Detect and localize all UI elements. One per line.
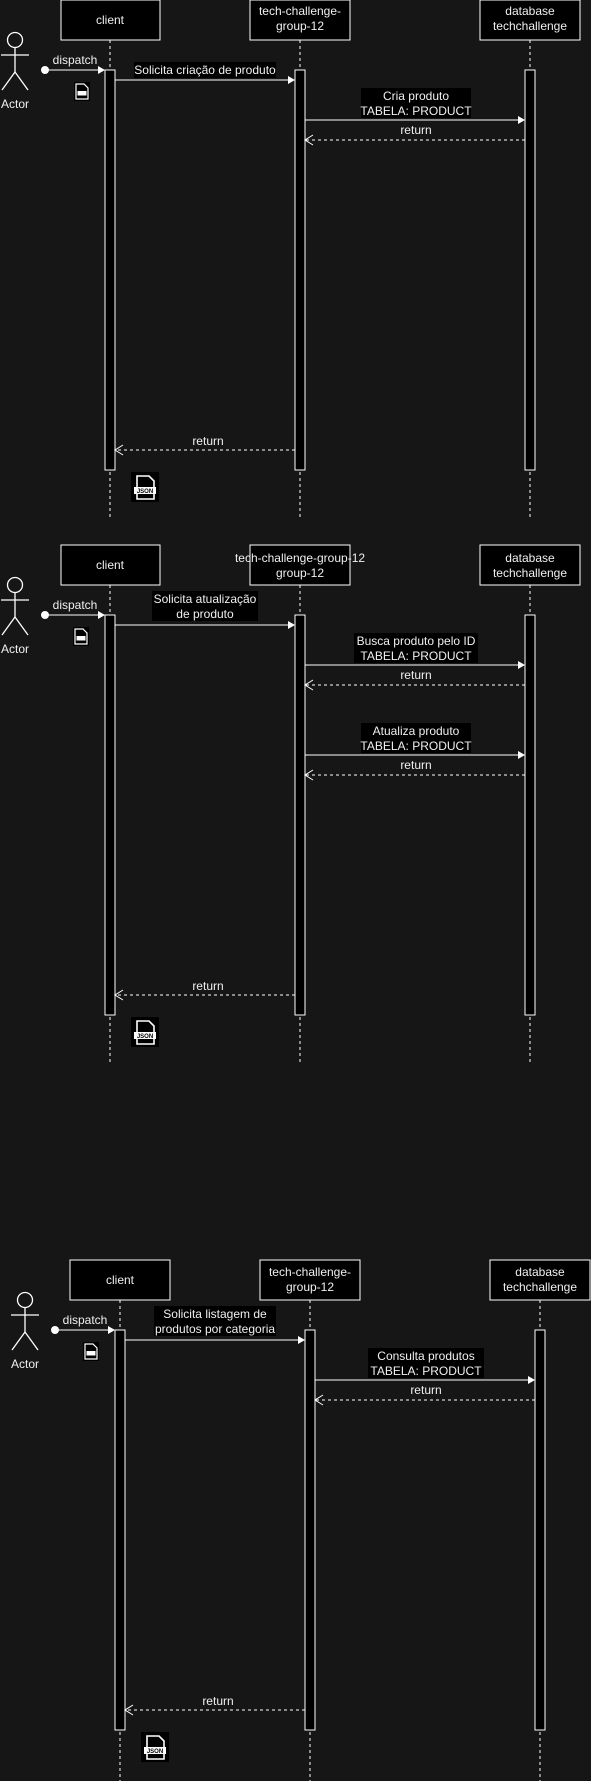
svg-text:JSON: JSON: [147, 1749, 163, 1755]
svg-text:database: database: [515, 1265, 565, 1279]
svg-text:database: database: [505, 4, 555, 18]
client-activation: [104, 69, 116, 471]
participant-client[interactable]: client: [69, 1259, 171, 1301]
db-call-message: Atualiza produto TABELA: PRODUCT: [305, 723, 525, 759]
service-activation: [294, 614, 306, 1016]
svg-text:group-12: group-12: [276, 19, 324, 33]
svg-text:return: return: [400, 123, 431, 137]
svg-text:Busca produto pelo ID: Busca produto pelo ID: [357, 634, 476, 648]
sequence-diagram-list-products: client tech-challenge- group-12 database…: [11, 1259, 591, 1781]
svg-text:JSON: JSON: [137, 489, 153, 495]
client-activation: [114, 1329, 126, 1731]
svg-text:JSON: JSON: [137, 1034, 153, 1040]
participant-service[interactable]: tech-challenge- group-12: [249, 0, 351, 41]
actor-label: Actor: [11, 1357, 39, 1371]
svg-text:Cria produto: Cria produto: [383, 89, 449, 103]
svg-text:client: client: [96, 13, 125, 27]
json-file-icon: JSON: [131, 472, 159, 502]
participant-client[interactable]: client: [60, 544, 161, 586]
svg-text:TABELA: PRODUCT: TABELA: PRODUCT: [370, 1364, 482, 1378]
service-activation: [294, 69, 306, 471]
svg-text:return: return: [400, 668, 431, 682]
service-activation: [304, 1329, 316, 1731]
db-return-message: return: [314, 1383, 535, 1406]
svg-text:TABELA: PRODUCT: TABELA: PRODUCT: [360, 739, 472, 753]
actor-figure: [1, 31, 29, 91]
svg-text:tech-challenge-group-12: tech-challenge-group-12: [235, 551, 365, 565]
participant-client[interactable]: client: [60, 0, 161, 41]
svg-text:de produto: de produto: [176, 607, 234, 621]
request-message: Solicita criação de produto: [115, 62, 295, 84]
svg-text:techchallenge: techchallenge: [493, 19, 567, 33]
participant-database[interactable]: database techchallenge: [479, 544, 581, 586]
dispatch-message: dispatch: [51, 1313, 115, 1334]
json-file-icon: [83, 1342, 99, 1361]
final-return-message: return: [124, 1694, 305, 1716]
database-activation: [534, 1329, 546, 1731]
request-message: Solicita listagem de produtos por catego…: [125, 1306, 305, 1344]
svg-text:TABELA: PRODUCT: TABELA: PRODUCT: [360, 649, 472, 663]
svg-text:dispatch: dispatch: [63, 1313, 108, 1327]
final-return-message: return: [114, 979, 295, 1001]
svg-text:tech-challenge-: tech-challenge-: [269, 1265, 351, 1279]
actor-figure: [11, 1291, 39, 1351]
database-activation: [524, 614, 536, 1016]
actor-label: Actor: [1, 97, 29, 111]
svg-text:produtos por categoria: produtos por categoria: [155, 1322, 275, 1336]
dispatch-message: dispatch: [41, 598, 105, 619]
db-return-message: return: [304, 668, 525, 691]
svg-text:group-12: group-12: [286, 1280, 334, 1294]
actor-label: Actor: [1, 642, 29, 656]
actor-figure: [1, 576, 29, 636]
svg-text:techchallenge: techchallenge: [503, 1280, 577, 1294]
participant-database[interactable]: database techchallenge: [479, 0, 581, 41]
svg-text:group-12: group-12: [276, 566, 324, 580]
svg-text:Consulta produtos: Consulta produtos: [377, 1349, 474, 1363]
participant-service[interactable]: tech-challenge- group-12: [259, 1259, 361, 1301]
svg-text:return: return: [410, 1383, 441, 1397]
svg-text:return: return: [400, 758, 431, 772]
request-message: Solicita atualização de produto: [115, 591, 295, 629]
svg-text:return: return: [192, 979, 223, 993]
db-call-message: Cria produto TABELA: PRODUCT: [305, 88, 525, 124]
json-file-icon: [73, 627, 89, 646]
svg-text:Atualiza produto: Atualiza produto: [373, 724, 460, 738]
svg-text:client: client: [96, 558, 125, 572]
json-file-icon: [74, 82, 90, 101]
svg-text:return: return: [192, 434, 223, 448]
sequence-diagram-update-product: client tech-challenge-group-12 group-12 …: [1, 544, 581, 1063]
db-call-message: Consulta produtos TABELA: PRODUCT: [315, 1348, 535, 1384]
svg-text:techchallenge: techchallenge: [493, 566, 567, 580]
db-call-message: Busca produto pelo ID TABELA: PRODUCT: [305, 633, 525, 669]
svg-text:client: client: [106, 1273, 135, 1287]
json-file-icon: JSON: [141, 1732, 169, 1762]
svg-text:TABELA: PRODUCT: TABELA: PRODUCT: [360, 104, 472, 118]
svg-text:Solicita criação de produto: Solicita criação de produto: [134, 63, 276, 77]
svg-text:Solicita listagem de: Solicita listagem de: [163, 1307, 267, 1321]
svg-text:tech-challenge-: tech-challenge-: [259, 4, 341, 18]
svg-text:Solicita atualização: Solicita atualização: [154, 592, 257, 606]
svg-text:database: database: [505, 551, 555, 565]
svg-text:dispatch: dispatch: [53, 598, 98, 612]
json-file-icon: JSON: [131, 1017, 159, 1047]
db-return-message: return: [304, 758, 525, 781]
client-activation: [104, 614, 116, 1016]
participant-database[interactable]: database techchallenge: [489, 1259, 591, 1301]
database-activation: [524, 69, 536, 471]
final-return-message: return: [114, 434, 295, 456]
svg-text:return: return: [202, 1694, 233, 1708]
participant-service[interactable]: tech-challenge-group-12 group-12: [235, 544, 365, 586]
dispatch-message: dispatch: [41, 53, 105, 74]
svg-text:dispatch: dispatch: [53, 53, 98, 67]
sequence-diagram-create-product: client tech-challenge- group-12 database…: [1, 0, 581, 518]
db-return-message: return: [304, 123, 525, 146]
